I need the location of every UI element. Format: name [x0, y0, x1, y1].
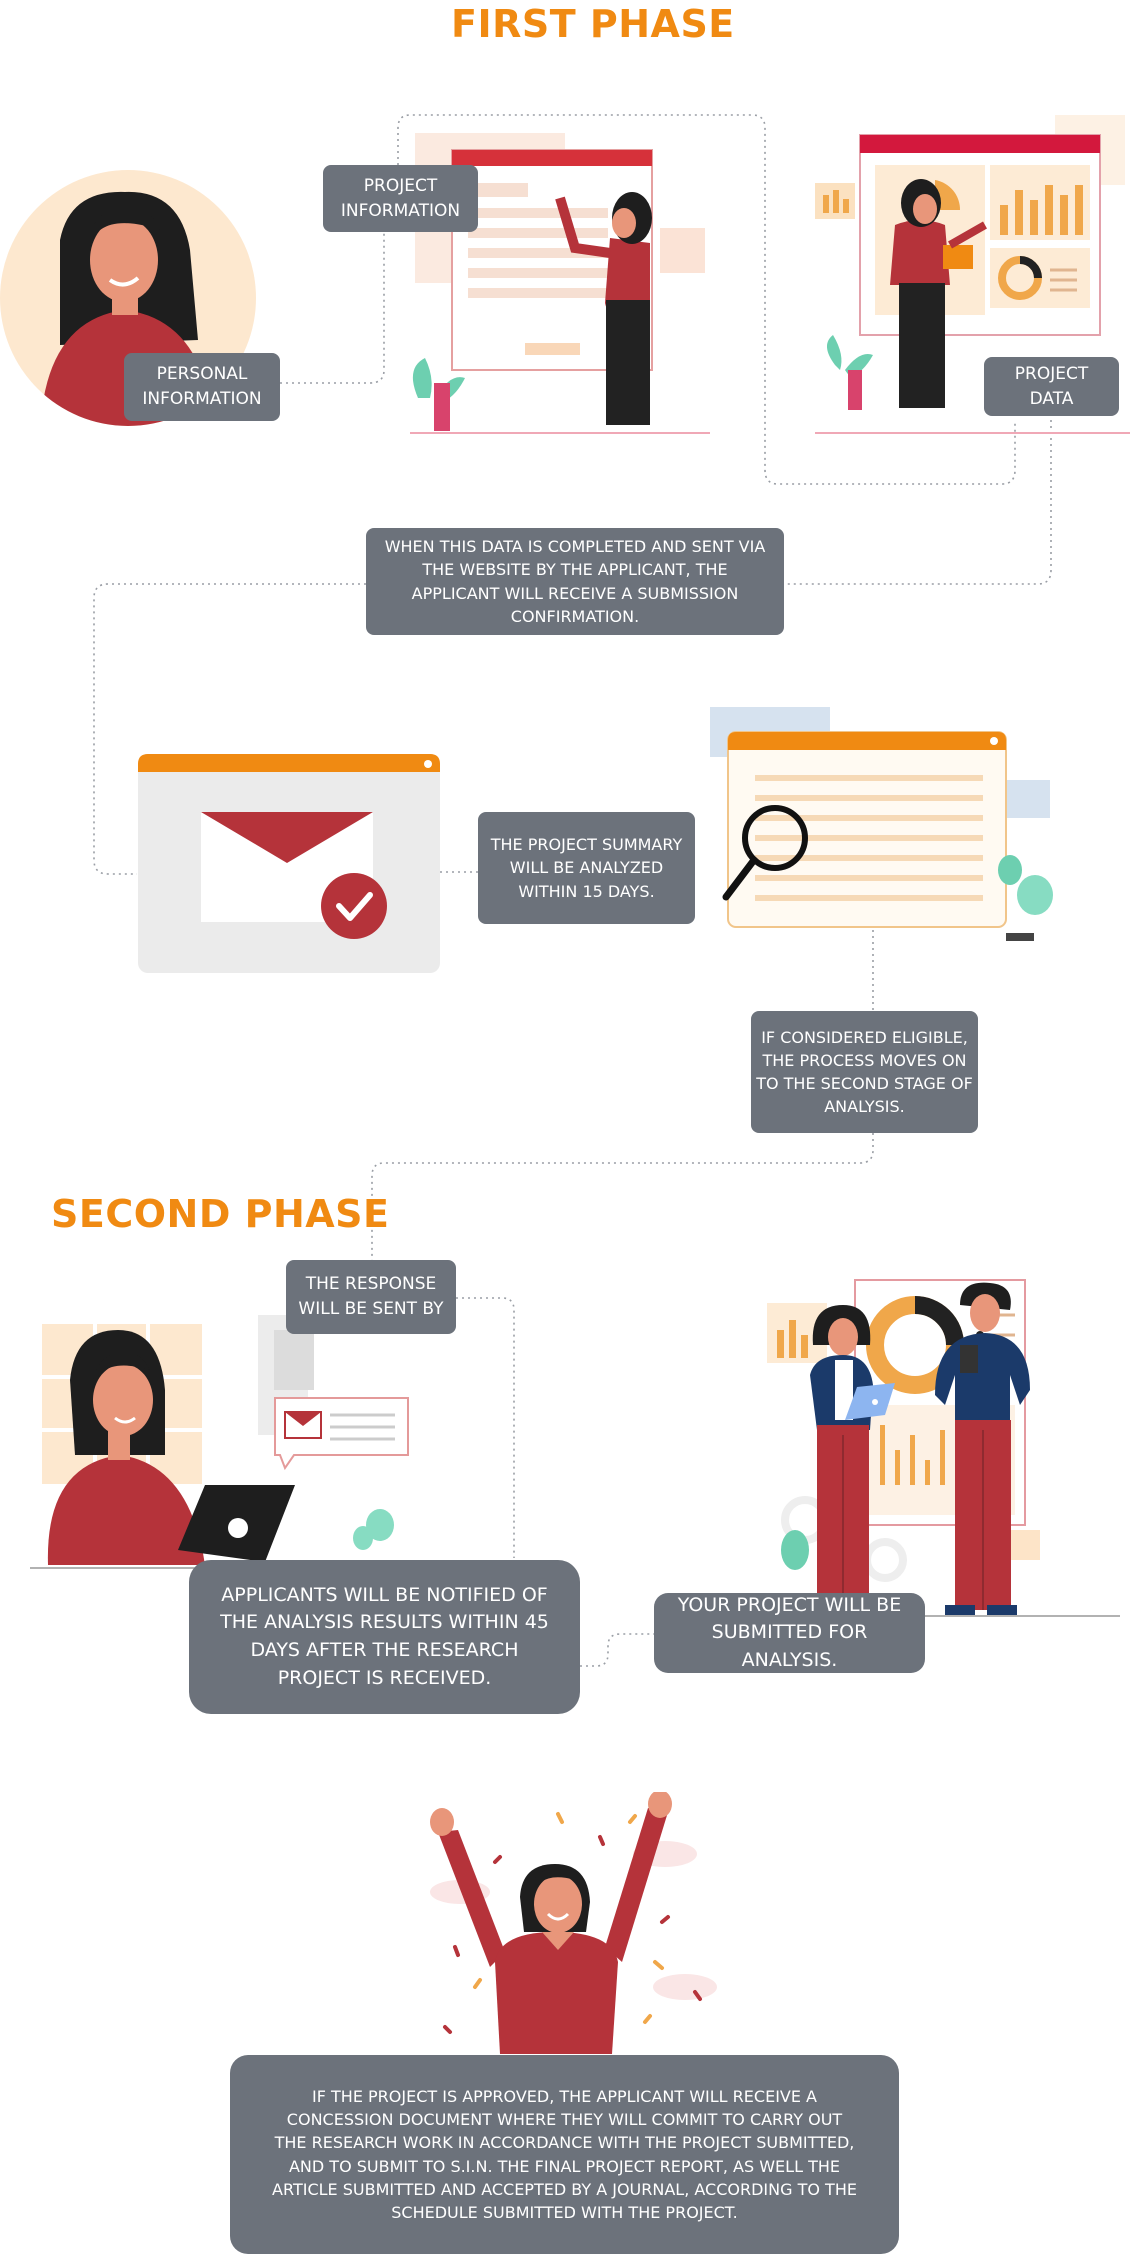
submission-confirmation-note: WHEN THIS DATA IS COMPLETED AND SENT VIA… — [366, 528, 784, 635]
project-data-label: PROJECT DATA — [984, 357, 1119, 416]
eligibility-note: IF CONSIDERED ELIGIBLE, THE PROCESS MOVE… — [751, 1011, 978, 1133]
project-information-label: PROJECT INFORMATION — [323, 165, 478, 232]
summary-analysis-illustration — [710, 707, 1053, 941]
project-information-illustration — [410, 133, 710, 434]
response-email-illustration — [30, 1315, 409, 1569]
celebration-illustration — [430, 1792, 717, 2054]
submitted-analysis-illustration — [765, 1279, 1120, 1617]
summary-analysis-note: THE PROJECT SUMMARY WILL BE ANALYZED WIT… — [478, 812, 695, 924]
first-phase-title: FIRST PHASE — [451, 2, 735, 46]
results-notification-note: APPLICANTS WILL BE NOTIFIED OF THE ANALY… — [189, 1560, 580, 1714]
personal-information-label: PERSONAL INFORMATION — [124, 353, 280, 421]
approval-note: IF THE PROJECT IS APPROVED, THE APPLICAN… — [230, 2055, 899, 2254]
second-phase-title: SECOND PHASE — [51, 1192, 390, 1236]
response-sent-by-note: THE RESPONSE WILL BE SENT BY — [286, 1260, 456, 1334]
email-confirmation-illustration — [138, 754, 440, 973]
project-data-illustration — [815, 115, 1130, 434]
project-submitted-note: YOUR PROJECT WILL BE SUBMITTED FOR ANALY… — [654, 1593, 925, 1673]
